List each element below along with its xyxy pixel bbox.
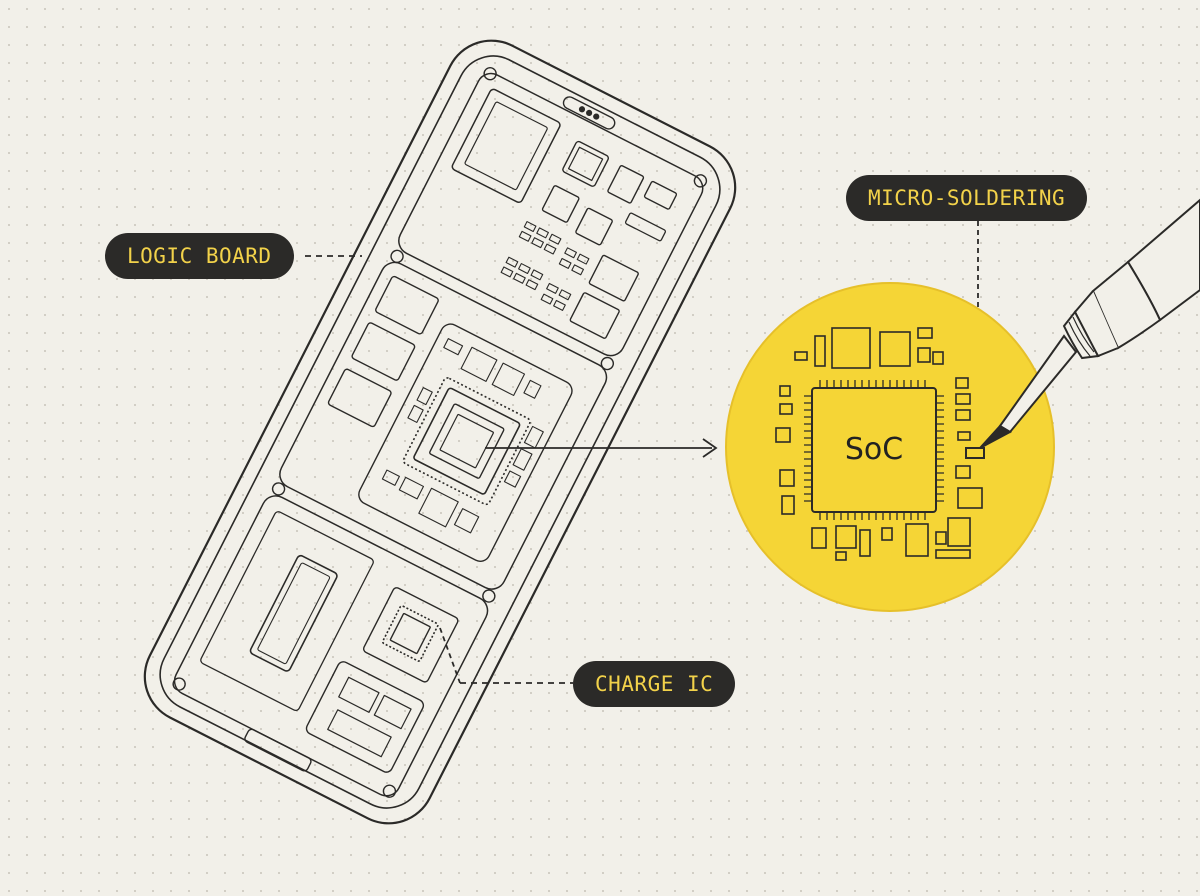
micro-soldering-label: MICRO-SOLDERING	[846, 175, 1088, 221]
soc-arrow-head	[702, 438, 718, 458]
soldering-iron-icon	[979, 198, 1200, 449]
soc-chip	[811, 387, 937, 513]
phone-board-outline	[143, 39, 737, 825]
logic-board-label: LOGIC BOARD	[105, 233, 294, 279]
soc-label: SoC	[845, 432, 903, 467]
charge-ic-leader-diag	[439, 627, 461, 684]
charge-ic-label: CHARGE IC	[573, 661, 736, 707]
magnifier-circle: SoC	[725, 282, 1055, 612]
